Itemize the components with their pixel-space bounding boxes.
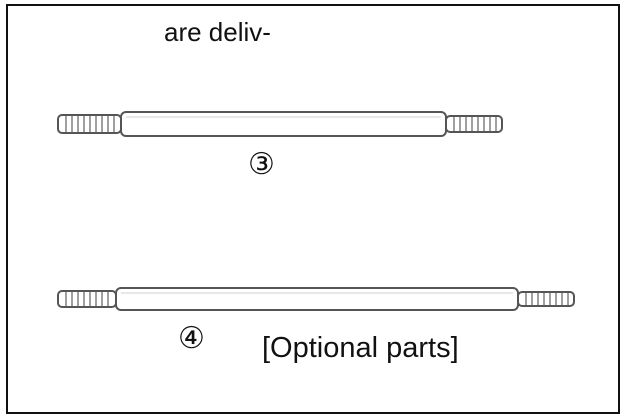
part-number-3: ③ [248,148,275,181]
document-frame [6,4,620,414]
threaded-rod-icon [57,287,575,311]
threaded-rod-icon [57,111,503,137]
optional-parts-label: [Optional parts] [262,332,459,364]
document-top-text: are deliv- [164,17,271,47]
part-number-4: ④ [178,322,205,355]
